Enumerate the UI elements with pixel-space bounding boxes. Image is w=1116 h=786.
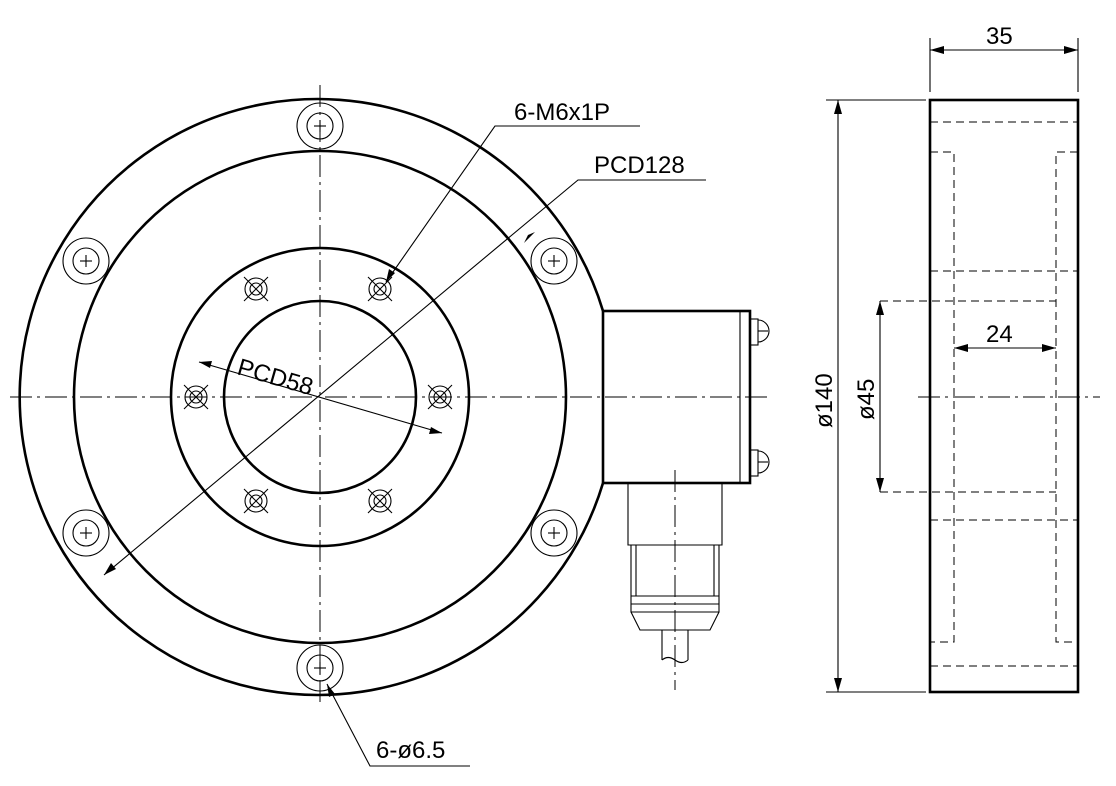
width-label: 35	[986, 23, 1013, 50]
side-body	[928, 98, 1080, 694]
through-hole	[296, 644, 344, 692]
tapped-hole	[427, 384, 453, 410]
side-annotations: 35 24 ø140 ø45	[811, 23, 1079, 693]
center-bore	[222, 299, 418, 495]
tapped-hole	[183, 384, 209, 410]
tapped-holes	[183, 276, 453, 514]
pcd-inner-label: PCD58	[234, 354, 316, 401]
hub-outer	[169, 246, 471, 548]
front-annotations: 6-M6x1P PCD128 PCD58 6-ø6.5	[103, 99, 706, 767]
tapped-hole	[243, 488, 269, 514]
through-hole-label: 6-ø6.5	[376, 737, 445, 764]
flange-inner-step	[72, 149, 568, 645]
tapped-hole	[243, 276, 269, 302]
through-hole	[296, 102, 344, 150]
pcd-outer-label: PCD128	[594, 152, 685, 179]
outer-diameter-label: ø140	[811, 373, 838, 428]
through-hole	[530, 509, 578, 557]
thread-label: 6-M6x1P	[514, 99, 610, 126]
inner-width-label: 24	[986, 321, 1013, 348]
outer-flange	[18, 97, 605, 697]
tapped-hole	[367, 276, 393, 302]
through-hole	[62, 509, 110, 557]
through-hole	[62, 237, 110, 285]
cable-gland	[627, 470, 723, 690]
tapped-hole	[367, 488, 393, 514]
through-hole	[530, 237, 578, 285]
connector-housing	[601, 309, 770, 485]
bore-diameter-label: ø45	[853, 379, 880, 420]
through-holes	[62, 102, 578, 692]
side-view	[880, 98, 1100, 694]
